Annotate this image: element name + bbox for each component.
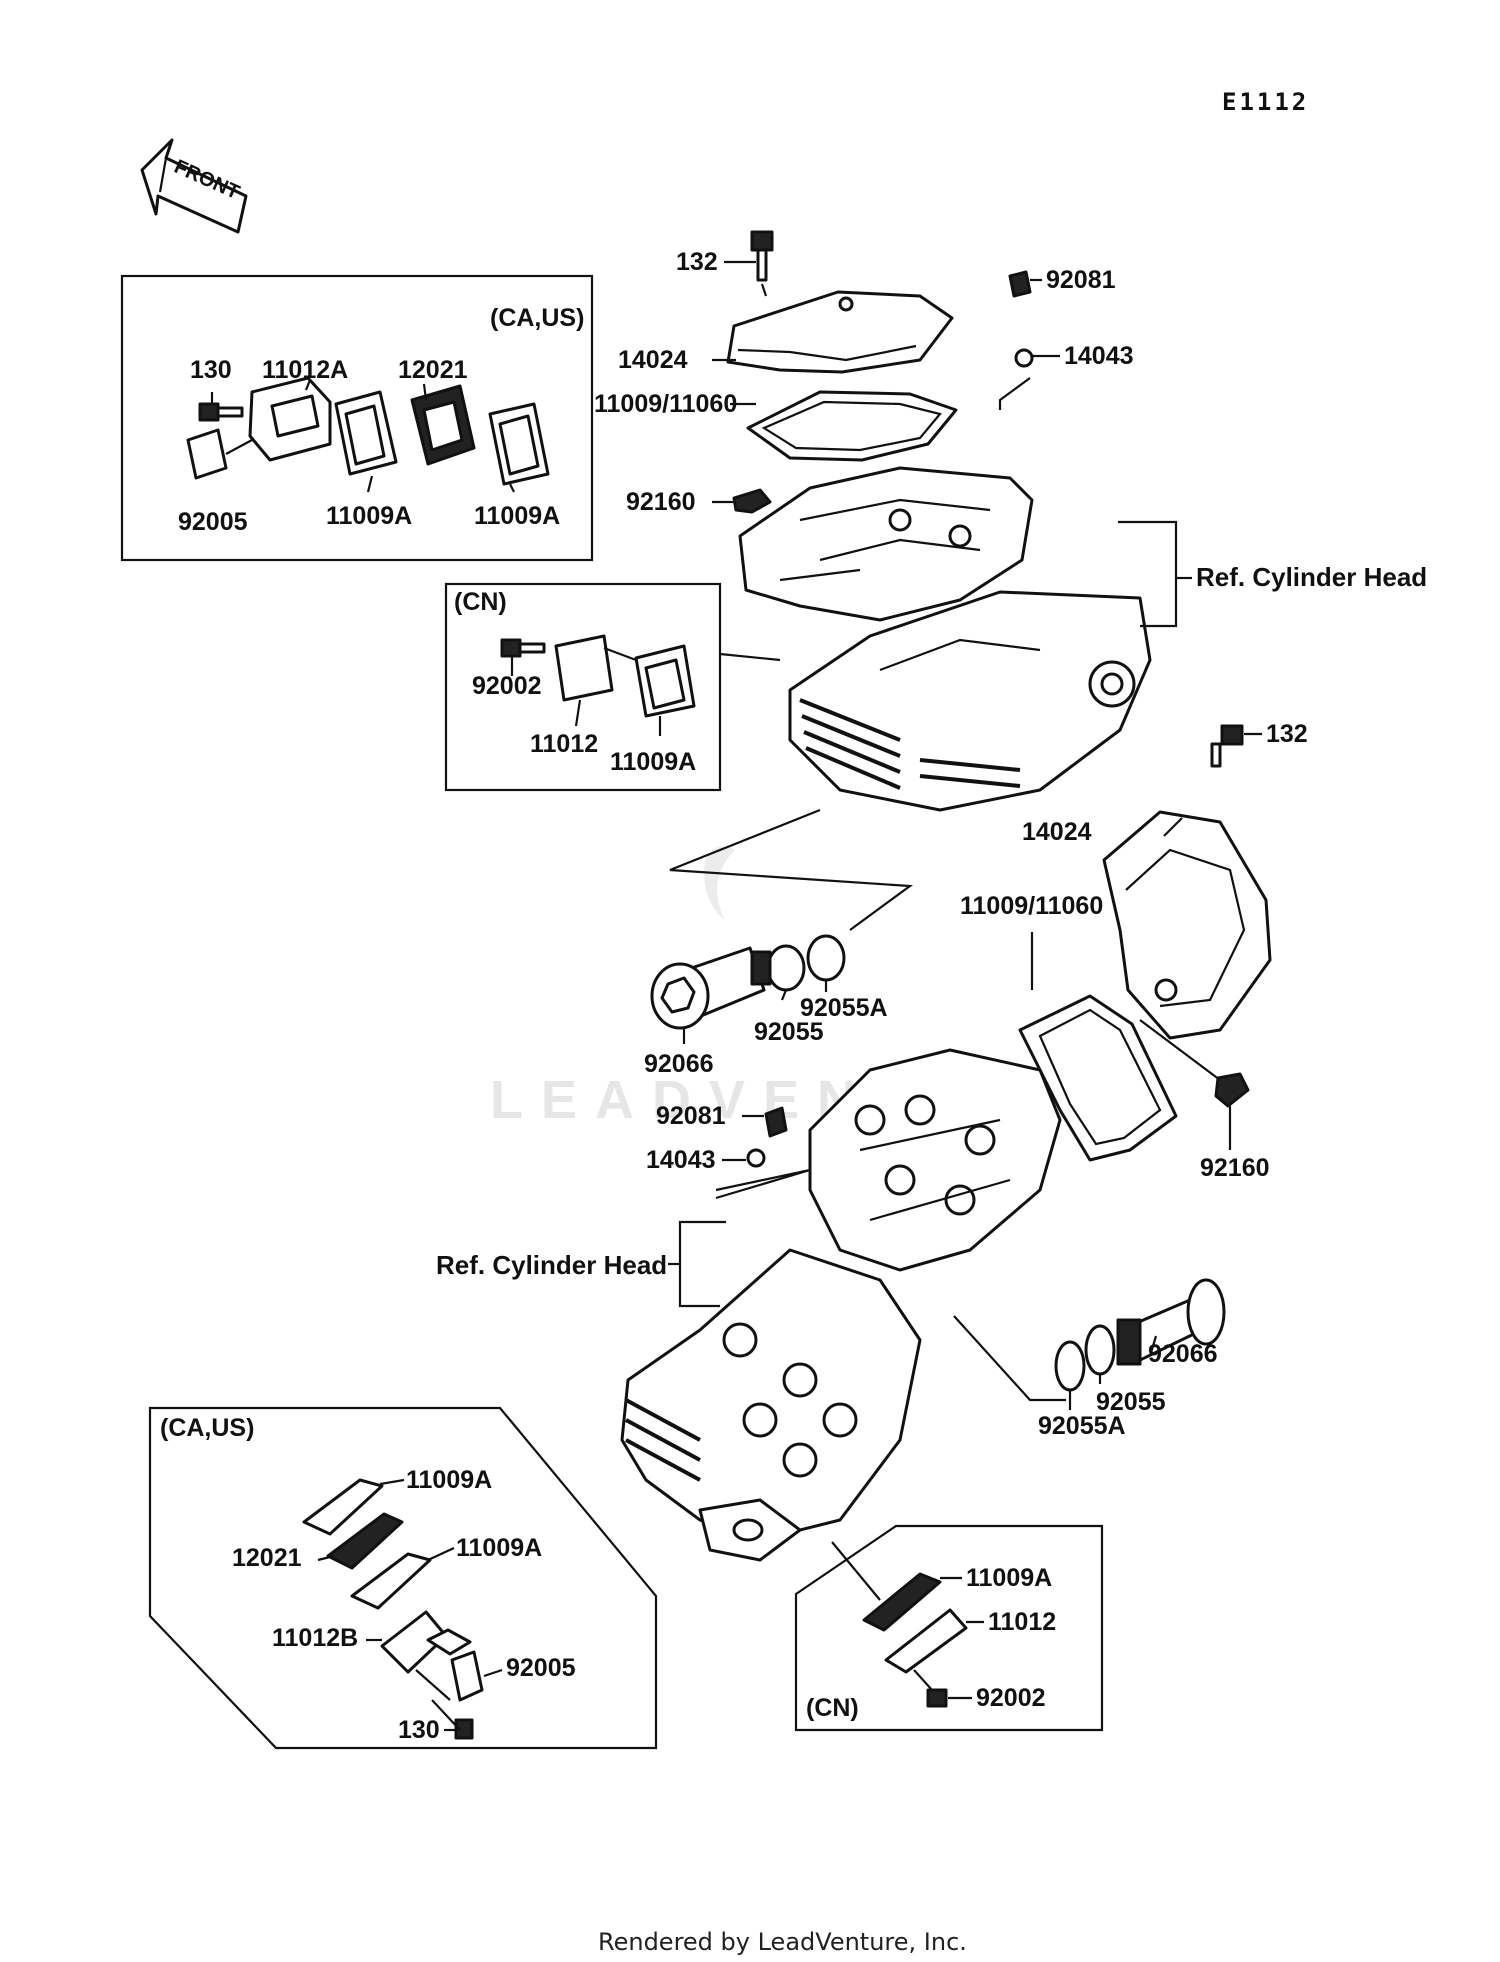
label-92002: 92002: [472, 672, 542, 700]
mid-bolt-132-icon: [1210, 724, 1244, 768]
label-11009a: 11009A: [406, 1466, 492, 1494]
label-130: 130: [398, 1716, 440, 1744]
bottom-cn-region-label: (CN): [806, 1694, 859, 1722]
bolt-130-icon: [454, 1718, 474, 1740]
lower-cylinder-head-icon: [620, 1248, 922, 1542]
label-11009a: 11009A: [326, 502, 412, 530]
upper-cylinder-head-icon: [788, 590, 1152, 812]
spring-92081-icon: [1008, 270, 1032, 298]
label-132: 132: [1266, 720, 1308, 748]
oring-92055a-icon: [1054, 1340, 1086, 1392]
cap-92005-icon: [450, 1650, 484, 1702]
ball-14043-icon: [1014, 348, 1034, 368]
label-11012: 11012: [530, 730, 598, 758]
gasket-11009a-icon: [350, 1552, 432, 1610]
ball-14043-icon: [746, 1148, 766, 1168]
cap-92005-icon: [186, 428, 228, 480]
bolt-130-icon: [198, 402, 220, 422]
oring-92055-icon: [766, 944, 806, 992]
top-left-parts: [186, 376, 550, 493]
label-92055a: 92055A: [1038, 1412, 1126, 1440]
reed-valve-12021-icon: [326, 1512, 404, 1570]
label-11009a: 11009A: [474, 502, 560, 530]
bottom-left-callout-box: [148, 1406, 658, 1750]
label-92005: 92005: [178, 508, 248, 536]
label-92066: 92066: [644, 1050, 714, 1078]
top-cn-callout-box: [444, 582, 722, 792]
reed-cover-11012-icon: [884, 1608, 968, 1674]
label-11012a: 11012A: [262, 356, 348, 384]
label-92055a: 92055A: [800, 994, 888, 1022]
top-left-callout-box: [120, 274, 594, 562]
label-12021: 12021: [398, 356, 468, 384]
label-11012b: 11012B: [272, 1624, 358, 1652]
bottom-cn-parts: [831, 1541, 984, 1708]
label-130: 130: [190, 356, 232, 384]
top-cn-parts: [500, 634, 781, 736]
guide-92160-icon: [732, 488, 772, 514]
label-14024: 14024: [618, 346, 688, 374]
bolt-92002-icon: [926, 1688, 948, 1708]
top-bolt-132-icon: [750, 230, 774, 282]
oring-92055a-icon: [806, 934, 846, 982]
label-14043: 14043: [1064, 342, 1134, 370]
watermark-flame-icon: [704, 846, 735, 920]
bottom-left-region-label: (CA,US): [160, 1414, 254, 1442]
oring-92055-icon: [1084, 1324, 1116, 1376]
label-92066: 92066: [1148, 1340, 1218, 1368]
top-cn-region-label: (CN): [454, 588, 507, 616]
spring-92081-icon: [764, 1106, 788, 1138]
bolt-92002-icon: [500, 638, 522, 658]
front-arrow-icon: FRONT: [140, 138, 248, 234]
footer-credit: Rendered by LeadVenture, Inc.: [598, 1928, 967, 1956]
label-14024: 14024: [1022, 818, 1092, 846]
label-11012: 11012: [988, 1608, 1056, 1636]
label-11009a: 11009A: [966, 1564, 1052, 1592]
label-14043: 14043: [646, 1146, 716, 1174]
diagram-code: E1112: [1222, 88, 1309, 116]
gasket-11009-11060-icon: [1018, 994, 1178, 1162]
label-12021: 12021: [232, 1544, 302, 1572]
gasket-11009a-icon: [862, 1572, 942, 1632]
label-132: 132: [676, 248, 718, 276]
label-92081: 92081: [656, 1102, 726, 1130]
label-92160: 92160: [1200, 1154, 1270, 1182]
valve-cover-14024-icon: [1102, 810, 1272, 1040]
guide-92160-icon: [1214, 1072, 1250, 1108]
bottom-left-parts: [302, 1478, 503, 1740]
label-92055: 92055: [754, 1018, 824, 1046]
label-92005: 92005: [506, 1654, 576, 1682]
top-left-region-label: (CA,US): [490, 304, 584, 332]
reed-cover-11012-icon: [554, 634, 614, 702]
gasket-11009-11060-icon: [746, 390, 958, 462]
label-92055: 92055: [1096, 1388, 1166, 1416]
label-11009-11060: 11009/11060: [594, 390, 737, 418]
label-11009a: 11009A: [456, 1534, 542, 1562]
label-11009a: 11009A: [610, 748, 696, 776]
ref-cylinder-head-bottom: Ref. Cylinder Head: [436, 1250, 667, 1280]
ref-cylinder-head-top: Ref. Cylinder Head: [1196, 562, 1427, 592]
bottom-cn-callout-box: [794, 1524, 1104, 1732]
label-92081: 92081: [1046, 266, 1116, 294]
label-11009-11060: 11009/11060: [960, 892, 1103, 920]
gasket-11009a-icon: [302, 1478, 384, 1536]
label-92160: 92160: [626, 488, 696, 516]
label-92002: 92002: [976, 1684, 1046, 1712]
